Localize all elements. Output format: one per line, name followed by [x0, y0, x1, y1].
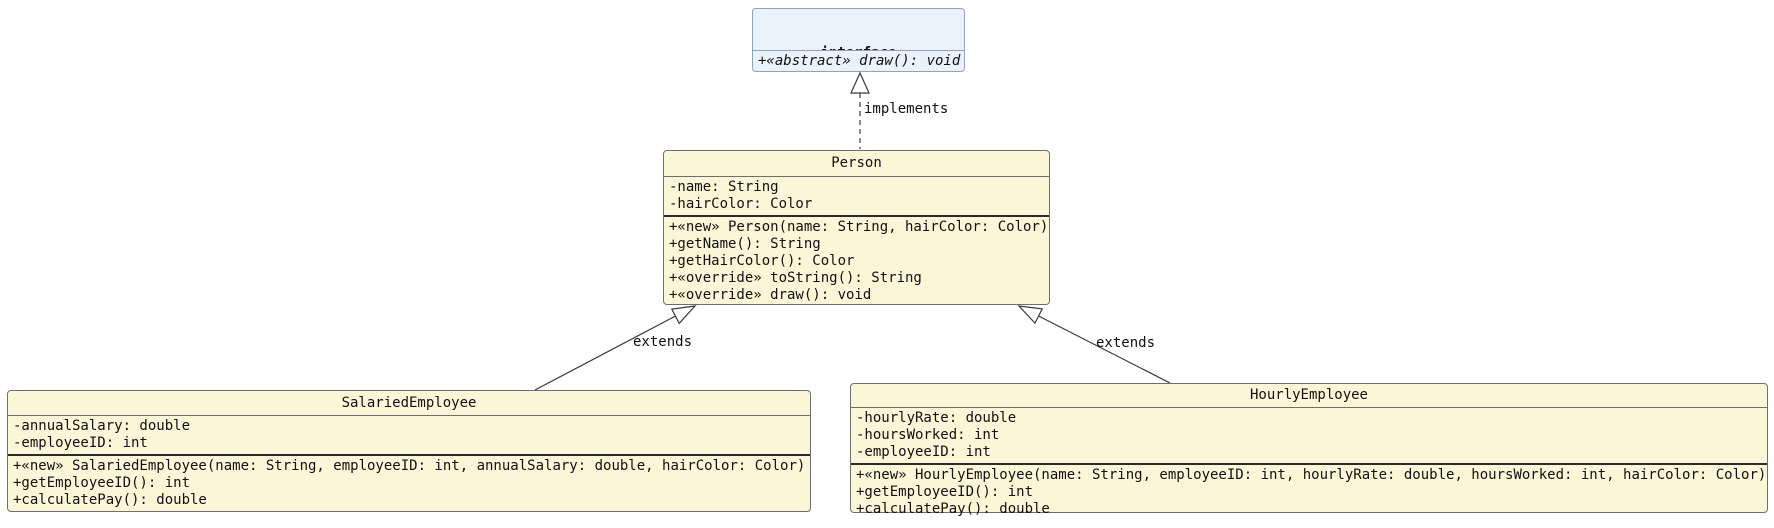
methods-compartment: +«new» HourlyEmployee(name: String, empl… [851, 463, 1767, 520]
attribute: -annualSalary: double [13, 418, 191, 434]
methods-compartment: +«new» Person(name: String, hairColor: C… [664, 215, 1049, 306]
extends-label-left: extends [633, 334, 693, 350]
attributes-compartment: -annualSalary: double -employeeID: int [8, 415, 810, 454]
attribute: -name: String [669, 179, 779, 195]
methods-compartment: +«new» SalariedEmployee(name: String, em… [8, 454, 810, 511]
method: +getName(): String [669, 236, 821, 252]
method: +getEmployeeID(): int [13, 475, 191, 491]
method: +getEmployeeID(): int [856, 484, 1034, 500]
generalization-arrow-left [534, 305, 697, 391]
attribute: -hoursWorked: int [856, 427, 1000, 443]
extends-label-right: extends [1096, 335, 1156, 351]
implements-label: implements [864, 101, 949, 117]
attribute: -employeeID: int [13, 435, 148, 451]
attribute: -employeeID: int [856, 444, 991, 460]
methods-compartment: +«abstract» draw(): void [753, 50, 964, 72]
method: +«override» draw(): void [669, 287, 872, 303]
class-title-compartment: «interface» Drawable [753, 9, 964, 50]
class-box-hourlyemployee: HourlyEmployee -hourlyRate: double -hour… [850, 383, 1768, 517]
method: +«new» HourlyEmployee(name: String, empl… [856, 467, 1767, 483]
hollow-triangle-arrowhead [850, 71, 870, 94]
realization-arrow [850, 71, 870, 149]
method: +«new» Person(name: String, hairColor: C… [669, 219, 1049, 235]
class-box-drawable: «interface» Drawable +«abstract» draw():… [752, 8, 965, 72]
method: +calculatePay(): double [13, 492, 207, 508]
class-title-compartment: Person [831, 155, 882, 171]
class-title-compartment: SalariedEmployee [341, 395, 477, 411]
hollow-triangle-arrowhead [670, 305, 697, 325]
method: +calculatePay(): double [856, 501, 1050, 517]
attributes-compartment: -hourlyRate: double -hoursWorked: int -e… [851, 407, 1767, 463]
generalization-arrow-right [1017, 305, 1171, 384]
method: +«override» toString(): String [669, 270, 922, 286]
attribute: -hourlyRate: double [856, 410, 1017, 426]
class-box-person: Person -name: String -hairColor: Color +… [663, 150, 1050, 305]
method: +«abstract» draw(): void [758, 53, 961, 69]
method: +«new» SalariedEmployee(name: String, em… [13, 458, 806, 474]
hollow-triangle-arrowhead [1017, 305, 1044, 325]
class-title-compartment: HourlyEmployee [1249, 387, 1368, 403]
interface-stereotype: «interface» [753, 41, 964, 50]
attributes-compartment: -name: String -hairColor: Color [664, 176, 1049, 215]
method: +getHairColor(): Color [669, 253, 855, 269]
class-box-salariedemployee: SalariedEmployee -annualSalary: double -… [7, 390, 811, 512]
attribute: -hairColor: Color [669, 196, 813, 212]
